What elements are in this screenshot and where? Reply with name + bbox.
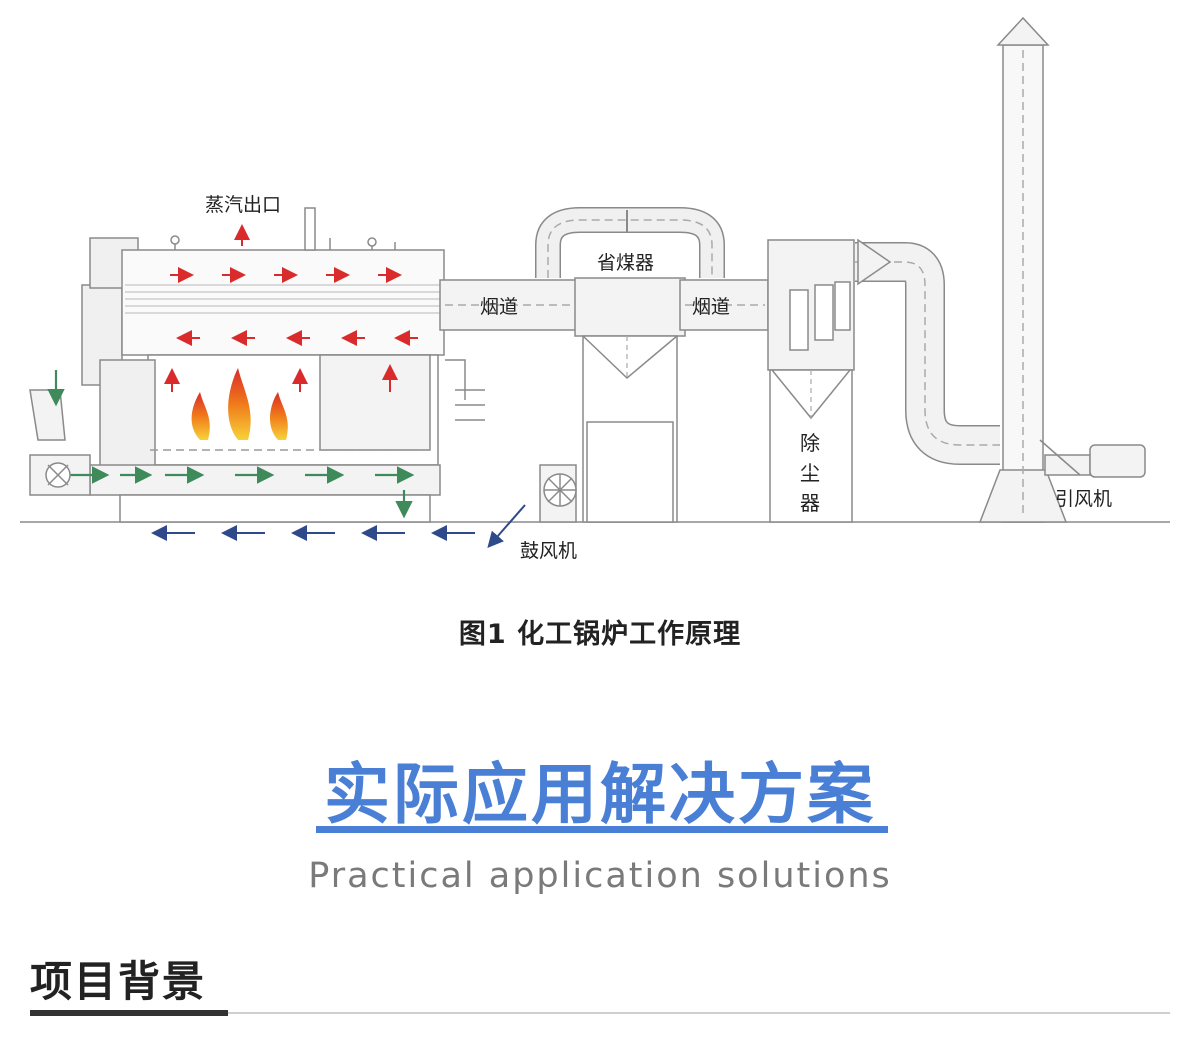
flames-icon: [191, 368, 288, 440]
blower-fan: [539, 464, 577, 523]
induced-fan-motor: [1039, 439, 1146, 478]
heading-accent-bar: [30, 1010, 228, 1016]
boiler-diagram: 蒸汽出口 省煤器 烟道 烟道 鼓风机 引风机 除尘器: [20, 16, 1170, 562]
title-underline: [316, 826, 888, 833]
section-subtitle: Practical application solutions: [308, 856, 892, 896]
label-steam-outlet: 蒸汽出口: [205, 194, 281, 216]
background-heading: 项目背景: [30, 957, 207, 1006]
label-dust-collector: 除尘器: [800, 431, 820, 515]
label-economizer: 省煤器: [597, 252, 654, 274]
figure-caption: 图1 化工锅炉工作原理: [458, 619, 742, 650]
label-induced-fan: 引风机: [1055, 488, 1112, 510]
label-flue-right: 烟道: [692, 296, 730, 318]
label-blower: 鼓风机: [520, 540, 577, 562]
section-title: 实际应用解决方案: [324, 756, 876, 833]
divider-line: [30, 1012, 1170, 1014]
label-flue-left: 烟道: [480, 296, 518, 318]
